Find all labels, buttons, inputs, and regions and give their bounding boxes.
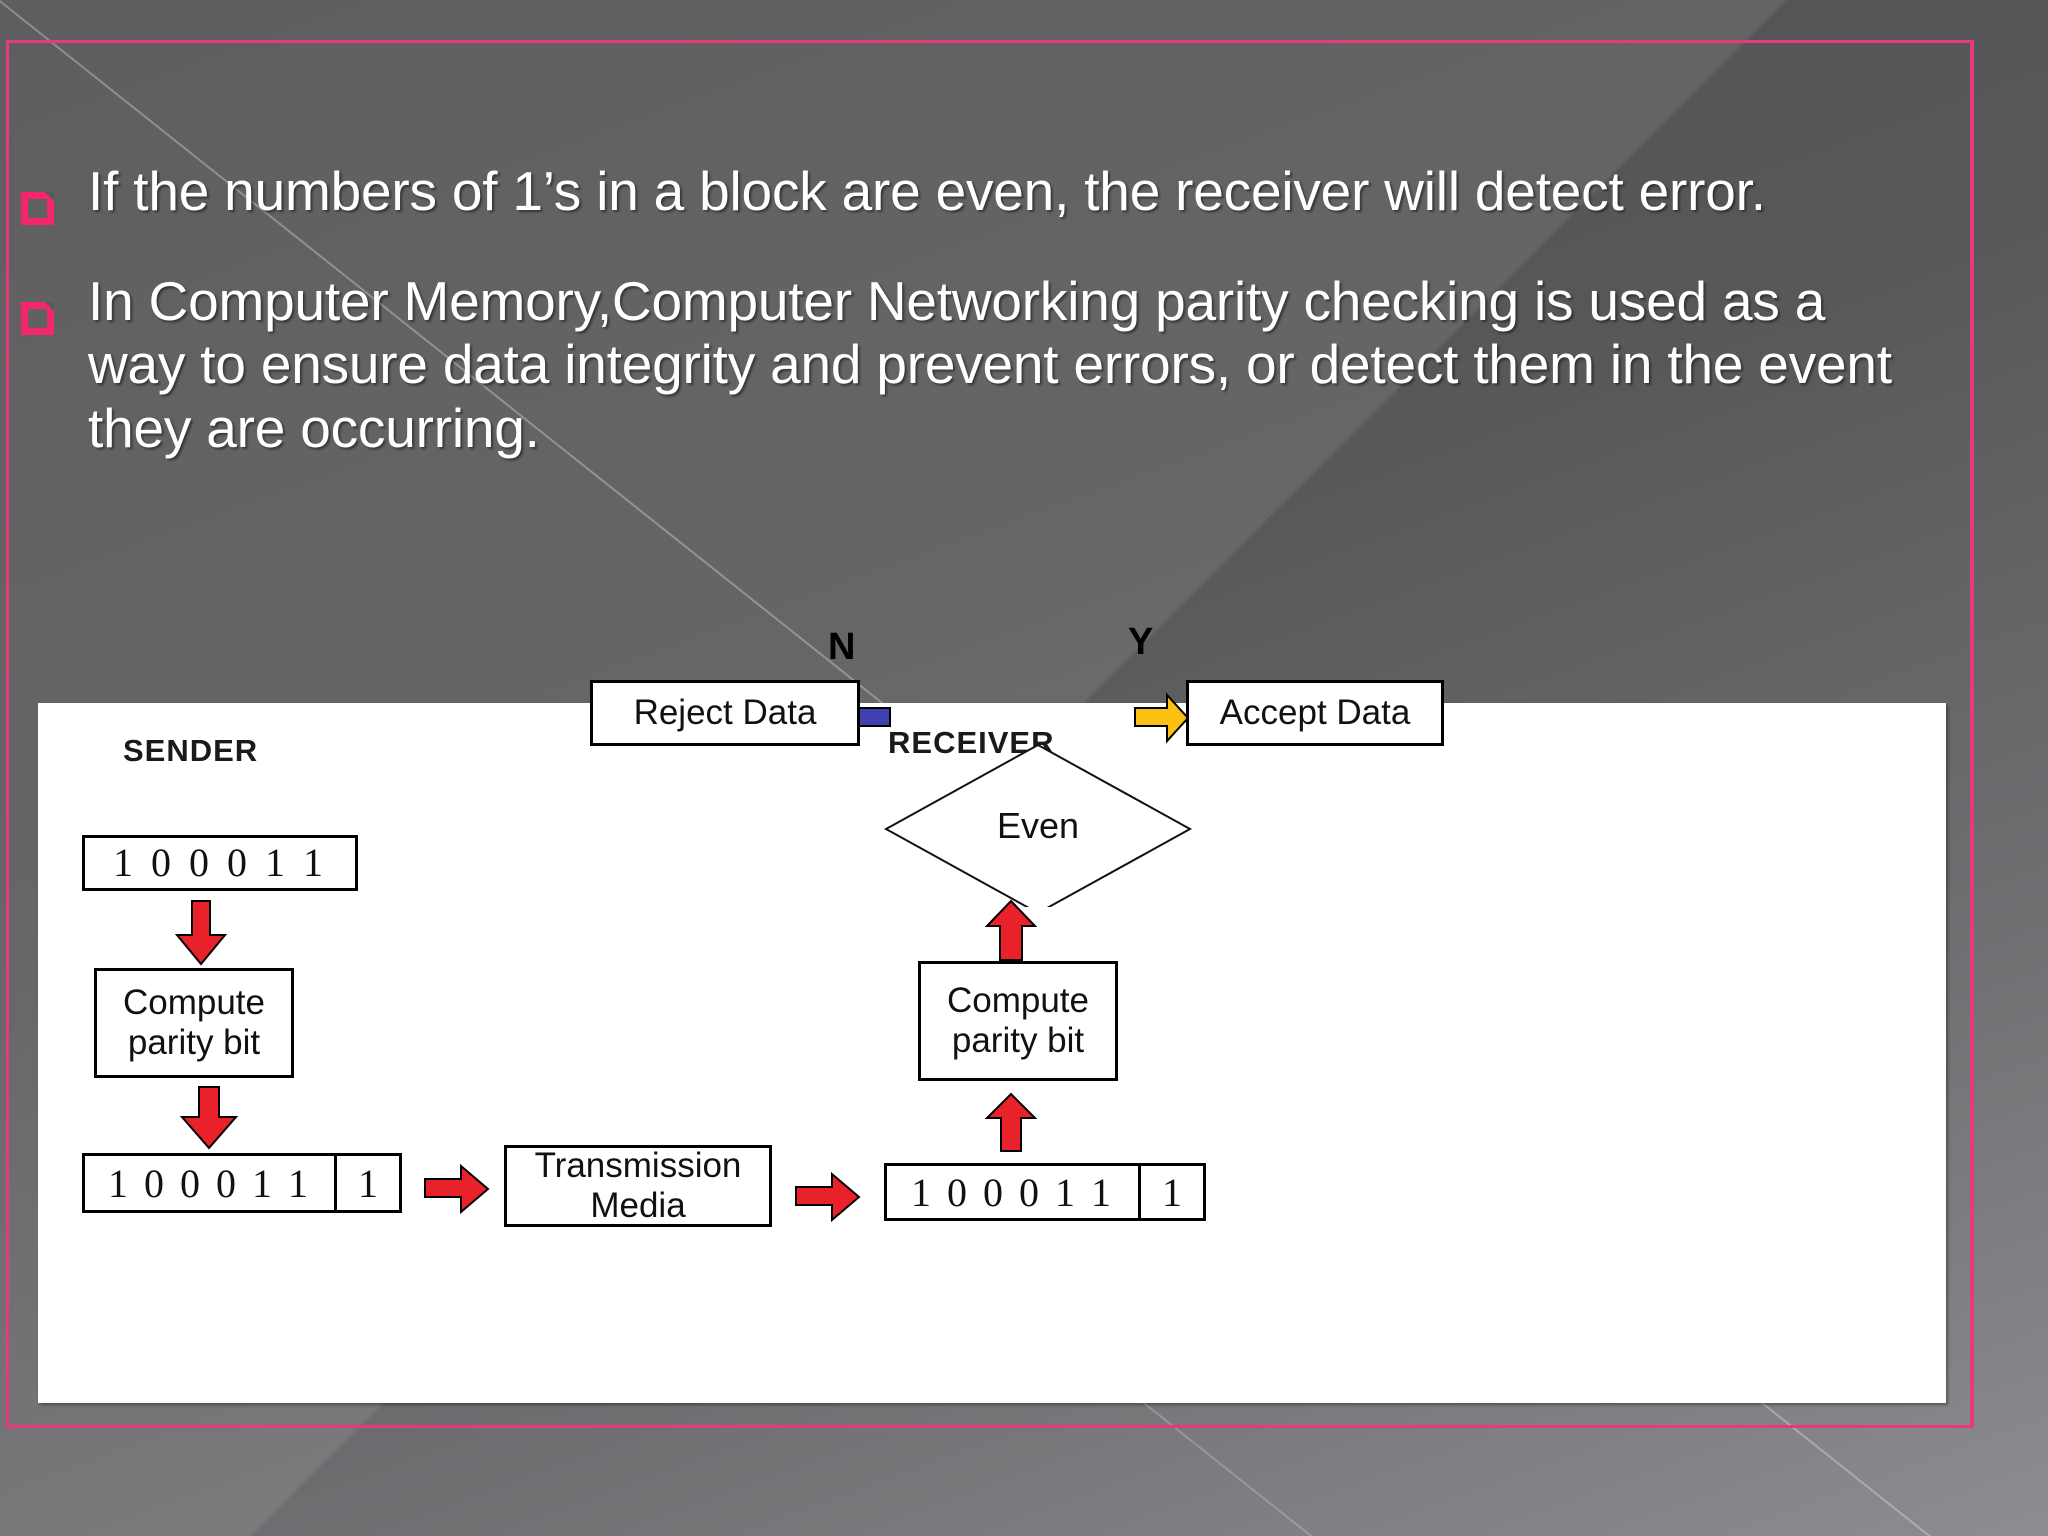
receiver-frame-data: 1 0 0 0 1 1 (887, 1166, 1141, 1218)
slide-body-text: If the numbers of 1’s in a block are eve… (18, 160, 1978, 494)
sender-frame-data: 1 0 0 0 1 1 (85, 1156, 337, 1210)
red-down-arrow-icon (179, 1086, 239, 1150)
red-up-arrow-icon (984, 1092, 1038, 1152)
branch-yes-label: Y (1128, 621, 1154, 663)
red-up-arrow-icon (984, 899, 1038, 961)
yellow-right-arrow-icon (1134, 692, 1190, 744)
reject-data-box: Reject Data (590, 680, 860, 746)
sender-frame-parity: 1 (358, 1160, 378, 1206)
list-item: If the numbers of 1’s in a block are eve… (18, 160, 1978, 236)
hollow-square-bullet-icon (18, 302, 62, 346)
red-right-arrow-icon (424, 1163, 490, 1215)
accept-data-box: Accept Data (1186, 680, 1444, 746)
bullet-text-1: If the numbers of 1’s in a block are eve… (88, 160, 1766, 222)
even-decision-diamond: Even (883, 659, 1193, 915)
sender-frame-box: 1 0 0 0 1 1 1 (82, 1153, 402, 1213)
red-down-arrow-icon (174, 900, 228, 966)
receiver-frame-box: 1 0 0 0 1 1 1 (884, 1163, 1206, 1221)
sender-data-box: 1 0 0 0 1 1 (82, 835, 358, 891)
decision-label: Even (996, 805, 1080, 846)
red-right-arrow-icon (795, 1171, 861, 1223)
sender-heading: SENDER (123, 733, 259, 768)
branch-no-label: N (828, 626, 856, 668)
list-item: In Computer Memory,Computer Networking p… (18, 270, 1978, 460)
hollow-square-bullet-icon (18, 192, 62, 236)
bullet-text-2: In Computer Memory,Computer Networking p… (88, 270, 1892, 459)
receiver-frame-parity: 1 (1162, 1169, 1182, 1215)
